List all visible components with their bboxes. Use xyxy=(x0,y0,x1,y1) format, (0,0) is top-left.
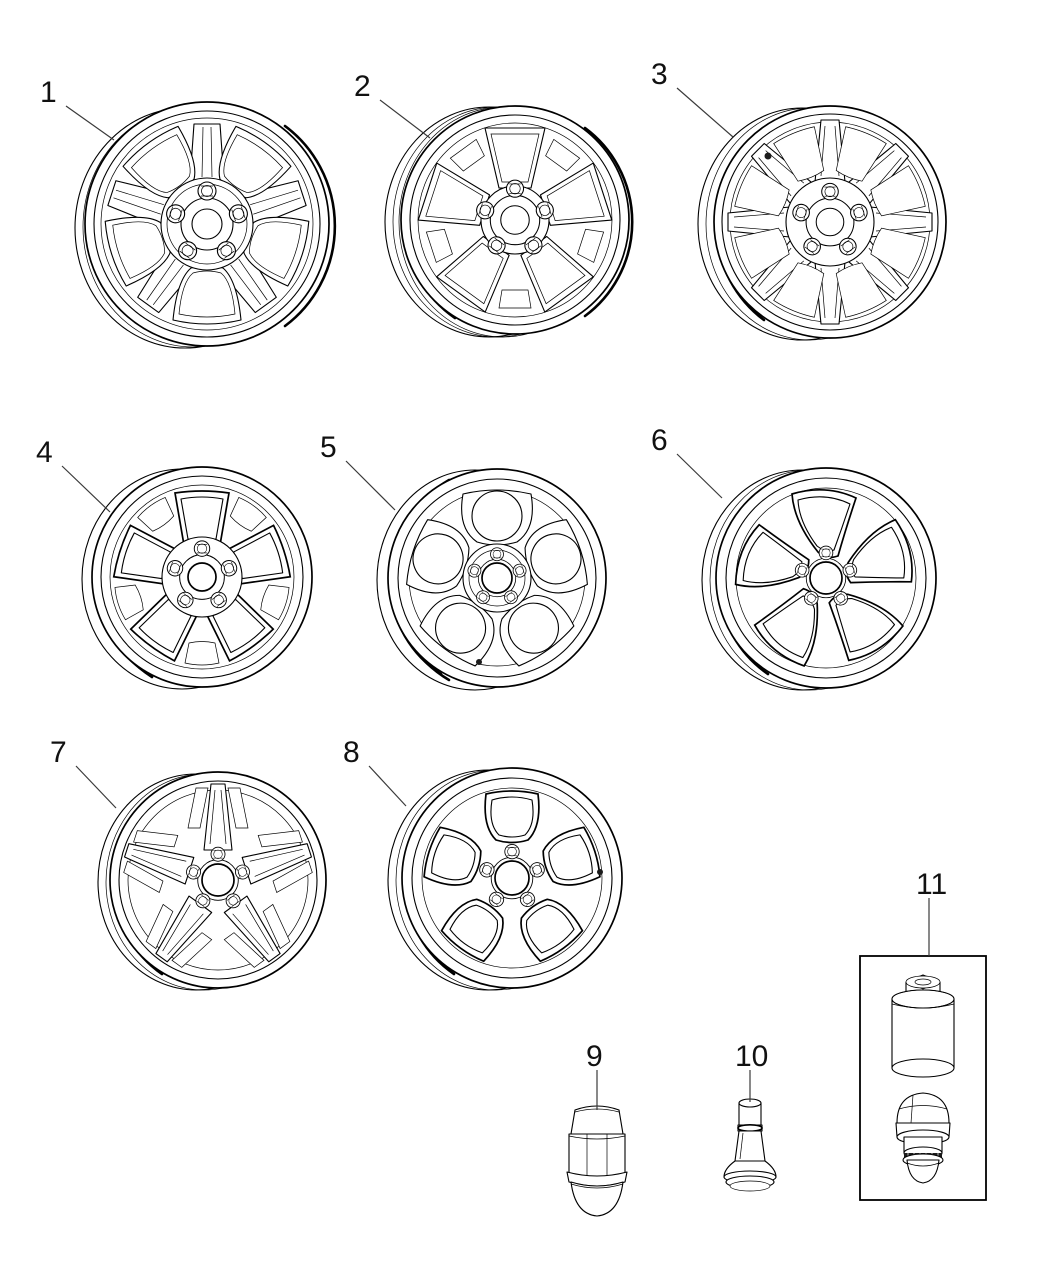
callout-2: 2 xyxy=(354,70,371,103)
leader-1 xyxy=(65,105,115,141)
leader-7 xyxy=(75,765,117,809)
callout-11: 11 xyxy=(916,868,948,901)
callout-4: 4 xyxy=(36,436,53,469)
part-8-wheel-5-spoke-pocket xyxy=(387,767,623,991)
part-1-wheel-5-spoke-split xyxy=(74,101,337,349)
callout-5: 5 xyxy=(320,431,337,464)
callout-6: 6 xyxy=(651,424,668,457)
callout-7: 7 xyxy=(50,736,67,769)
part-2-wheel-5-spoke-solid xyxy=(384,105,634,338)
part-7-wheel-10-spoke xyxy=(97,771,327,991)
part-10-valve-stem xyxy=(723,1098,777,1192)
part-9-lug-nut xyxy=(566,1105,628,1217)
leader-5 xyxy=(345,460,396,511)
part-4-wheel-5-spoke-rugged xyxy=(81,466,313,690)
part-11-tpms-sensor-kit xyxy=(859,955,987,1201)
part-6-wheel-5-spoke-twist xyxy=(701,467,937,691)
callout-9: 9 xyxy=(586,1040,603,1073)
part-3-wheel-8-spoke xyxy=(697,105,947,341)
leader-2 xyxy=(379,99,431,139)
leader-4 xyxy=(61,465,111,513)
part-5-wheel-5-hole-steel xyxy=(376,468,607,691)
leader-3 xyxy=(676,87,734,138)
callout-10: 10 xyxy=(735,1040,769,1073)
callout-1: 1 xyxy=(40,76,57,109)
leader-8 xyxy=(368,765,407,807)
callout-8: 8 xyxy=(343,736,360,769)
leader-6 xyxy=(676,453,723,499)
callout-3: 3 xyxy=(651,58,668,91)
leader-lines xyxy=(61,87,930,1110)
